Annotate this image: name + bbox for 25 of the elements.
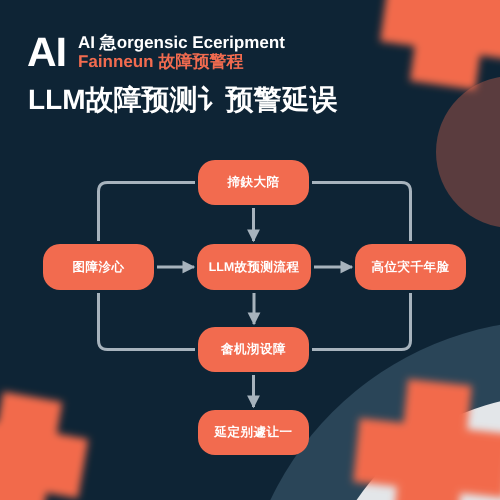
connector-line [97, 293, 195, 351]
title-heading: LLM故障预测讠预警延误 [28, 84, 338, 116]
node-text: LLM故预测流程 [208, 260, 300, 274]
node-text: 延定别遽让一 [214, 425, 292, 440]
process-box [198, 327, 309, 372]
arrow [247, 375, 260, 408]
arrow [248, 293, 260, 326]
process-box [355, 244, 466, 290]
subtitle-text: AI 急orgensic Eceripment [78, 33, 285, 52]
arrow [314, 260, 354, 274]
connector-line [312, 181, 412, 241]
connector-line [97, 181, 195, 241]
large-heading-letters: AI [27, 29, 66, 76]
arrow [157, 260, 196, 274]
process-box [197, 244, 311, 290]
process-box [43, 244, 154, 290]
node-text: 图障沴心 [72, 260, 124, 274]
connector-line [312, 293, 412, 351]
arrow [247, 208, 260, 242]
process-box [198, 160, 309, 205]
node-text: 畲机沏设障 [221, 342, 286, 357]
process-box [198, 410, 309, 455]
node-text: 高位宊千年脸 [372, 260, 450, 274]
subtitle-text: Fainneun 故障预警程 [78, 52, 244, 72]
node-text: 揥鈌大陪 [228, 175, 280, 190]
